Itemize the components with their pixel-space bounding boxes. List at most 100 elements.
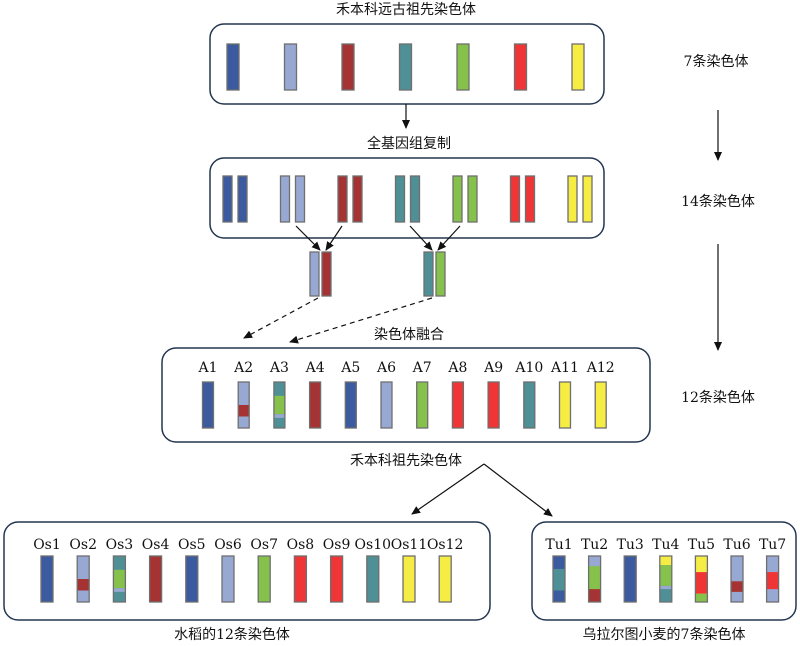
rice-chromosome-label-8: Os8 xyxy=(287,537,315,553)
grass-chromosome-3 xyxy=(273,381,286,429)
duplicated-chromosome-1b xyxy=(237,175,248,223)
ancestral-chromosome-6-outline xyxy=(513,43,528,91)
grass-chromosome-label-11: A11 xyxy=(550,360,579,376)
ancestral-chromosome-3 xyxy=(341,43,355,91)
grass-chromosome-5-body xyxy=(345,382,357,428)
grass-chromosome-3-segment-2 xyxy=(273,414,285,418)
fusion-pair-2-left xyxy=(423,251,434,297)
wheat-chromosome-2-segment-1 xyxy=(588,556,601,567)
grass-chromosome-2-segment-1 xyxy=(238,405,250,417)
duplicated-chromosome-6a-outline xyxy=(509,175,521,223)
duplicated-chromosome-6b xyxy=(524,175,536,223)
wheat-chromosome-1-outline xyxy=(552,555,566,603)
duplicated-chromosome-2a-outline xyxy=(279,175,291,223)
grass-chromosome-12-body xyxy=(595,382,607,428)
fusion-pair-1-right-outline xyxy=(321,251,332,297)
rice-chromosome-4 xyxy=(148,555,163,603)
ancestral-chromosome-5-body xyxy=(457,44,469,90)
wheat-box xyxy=(531,521,797,621)
wheat-chromosome-3-outline xyxy=(623,555,637,603)
fusion-pair-2-right xyxy=(435,251,446,297)
fusion-pair-2-right-body xyxy=(436,252,445,296)
grass-chromosome-1-outline xyxy=(201,381,215,429)
grass-chromosome-12-outline xyxy=(594,381,607,429)
rice-chromosome-8-body xyxy=(294,556,307,602)
wheat-chromosome-label-6: Tu6 xyxy=(723,537,750,553)
ancestral-chromosome-1 xyxy=(226,43,240,91)
duplicated-chromosome-7b xyxy=(582,175,593,223)
duplicated-chromosome-1a-outline xyxy=(222,175,233,223)
wheat-chromosome-4 xyxy=(659,555,673,603)
wheat-chromosome-6 xyxy=(730,555,744,603)
wgd-title: 全基因组复制 xyxy=(367,135,451,152)
ancestral-chromosome-7 xyxy=(571,43,585,91)
fusion-pair-1-left-outline xyxy=(309,251,320,297)
rice-chromosome-label-3: Os3 xyxy=(106,537,134,553)
rice-chromosome-7 xyxy=(257,555,271,603)
duplicated-chromosome-6b-outline xyxy=(524,175,536,223)
grass-chromosome-1-body xyxy=(202,382,214,428)
wheat-chromosome-4-segment-3 xyxy=(659,585,672,590)
arrow-to-rice xyxy=(411,463,485,515)
grass-chromosome-label-5: A5 xyxy=(340,360,360,376)
grass-chromosome-label-4: A4 xyxy=(305,360,325,376)
duplicated-chromosome-1b-body xyxy=(238,176,247,222)
rice-chromosome-label-1: Os1 xyxy=(33,537,61,553)
wheat-chromosome-5-segment-2 xyxy=(695,593,708,602)
ancestral-title: 禾本科远古祖先染色体 xyxy=(336,1,476,18)
grass-chromosome-4-outline xyxy=(308,381,322,429)
wheat-chromosome-4-segment-1 xyxy=(659,556,672,566)
duplicated-chromosome-2a xyxy=(279,175,291,223)
wheat-chromosome-2-segment-2 xyxy=(588,589,601,602)
duplicated-chromosome-3b-outline xyxy=(352,175,363,223)
rice-chromosome-label-12: Os12 xyxy=(427,537,463,553)
rice-chromosome-10-body xyxy=(366,556,379,602)
duplicated-chromosome-1a-body xyxy=(223,176,232,222)
rice-chromosome-5-outline xyxy=(185,555,199,603)
rice-chromosome-12-body xyxy=(439,556,452,602)
rice-chromosome-6-outline xyxy=(221,555,235,603)
grass-chromosome-10-outline xyxy=(523,381,536,429)
rice-chromosome-1 xyxy=(40,555,54,603)
fusion-pair-2-left-body xyxy=(424,252,433,296)
rice-chromosome-9-body xyxy=(330,556,343,602)
duplicated-chromosome-5b xyxy=(467,175,478,223)
grass-chromosome-9-body xyxy=(488,382,500,428)
rice-chromosome-2 xyxy=(76,555,90,603)
duplicated-chromosome-7a xyxy=(567,175,578,223)
wheat-chromosome-1 xyxy=(552,555,566,603)
rice-box xyxy=(3,521,491,621)
rice-chromosome-label-6: Os6 xyxy=(214,537,242,553)
rice-chromosome-label-9: Os9 xyxy=(323,537,351,553)
grass-chromosome-label-12: A12 xyxy=(586,360,615,376)
ancestral-chromosome-1-outline xyxy=(226,43,240,91)
rice-chromosome-11-body xyxy=(403,556,415,602)
grass-chromosome-10 xyxy=(523,381,536,429)
duplicated-chromosome-2b xyxy=(294,175,306,223)
wheat-chromosome-4-segment-2 xyxy=(659,565,672,586)
wheat-chromosome-7-outline xyxy=(765,555,780,603)
duplicated-chromosome-5b-body xyxy=(468,176,477,222)
wheat-chromosome-6-segment-1 xyxy=(731,581,743,592)
wheat-chromosome-5-outline xyxy=(694,555,709,603)
wgd-box xyxy=(209,157,605,239)
grass-chromosome-9 xyxy=(487,381,500,429)
grass-chromosome-5 xyxy=(344,381,357,429)
ancestral-chromosome-4 xyxy=(398,43,413,91)
rice-chromosome-8-outline xyxy=(293,555,308,603)
ancestral-chromosomes xyxy=(226,43,585,91)
rice-title: 水稻的12条染色体 xyxy=(174,626,290,643)
wheat-chromosome-6-body xyxy=(731,556,743,602)
rice-chromosome-3-outline xyxy=(112,555,127,603)
arrow-fusion-b2 xyxy=(437,225,461,251)
rice-chromosome-7-outline xyxy=(257,555,271,603)
rice-chromosome-4-outline xyxy=(148,555,163,603)
rice-chromosome-6-body xyxy=(222,556,234,602)
rice-chromosome-5 xyxy=(185,555,199,603)
rice-chromosome-5-body xyxy=(185,556,198,602)
duplicated-chromosome-3b xyxy=(352,175,363,223)
ancestral-chromosome-7-body xyxy=(572,44,584,90)
duplicated-chromosome-2b-outline xyxy=(294,175,306,223)
rice-chromosome-9-outline xyxy=(329,555,344,603)
